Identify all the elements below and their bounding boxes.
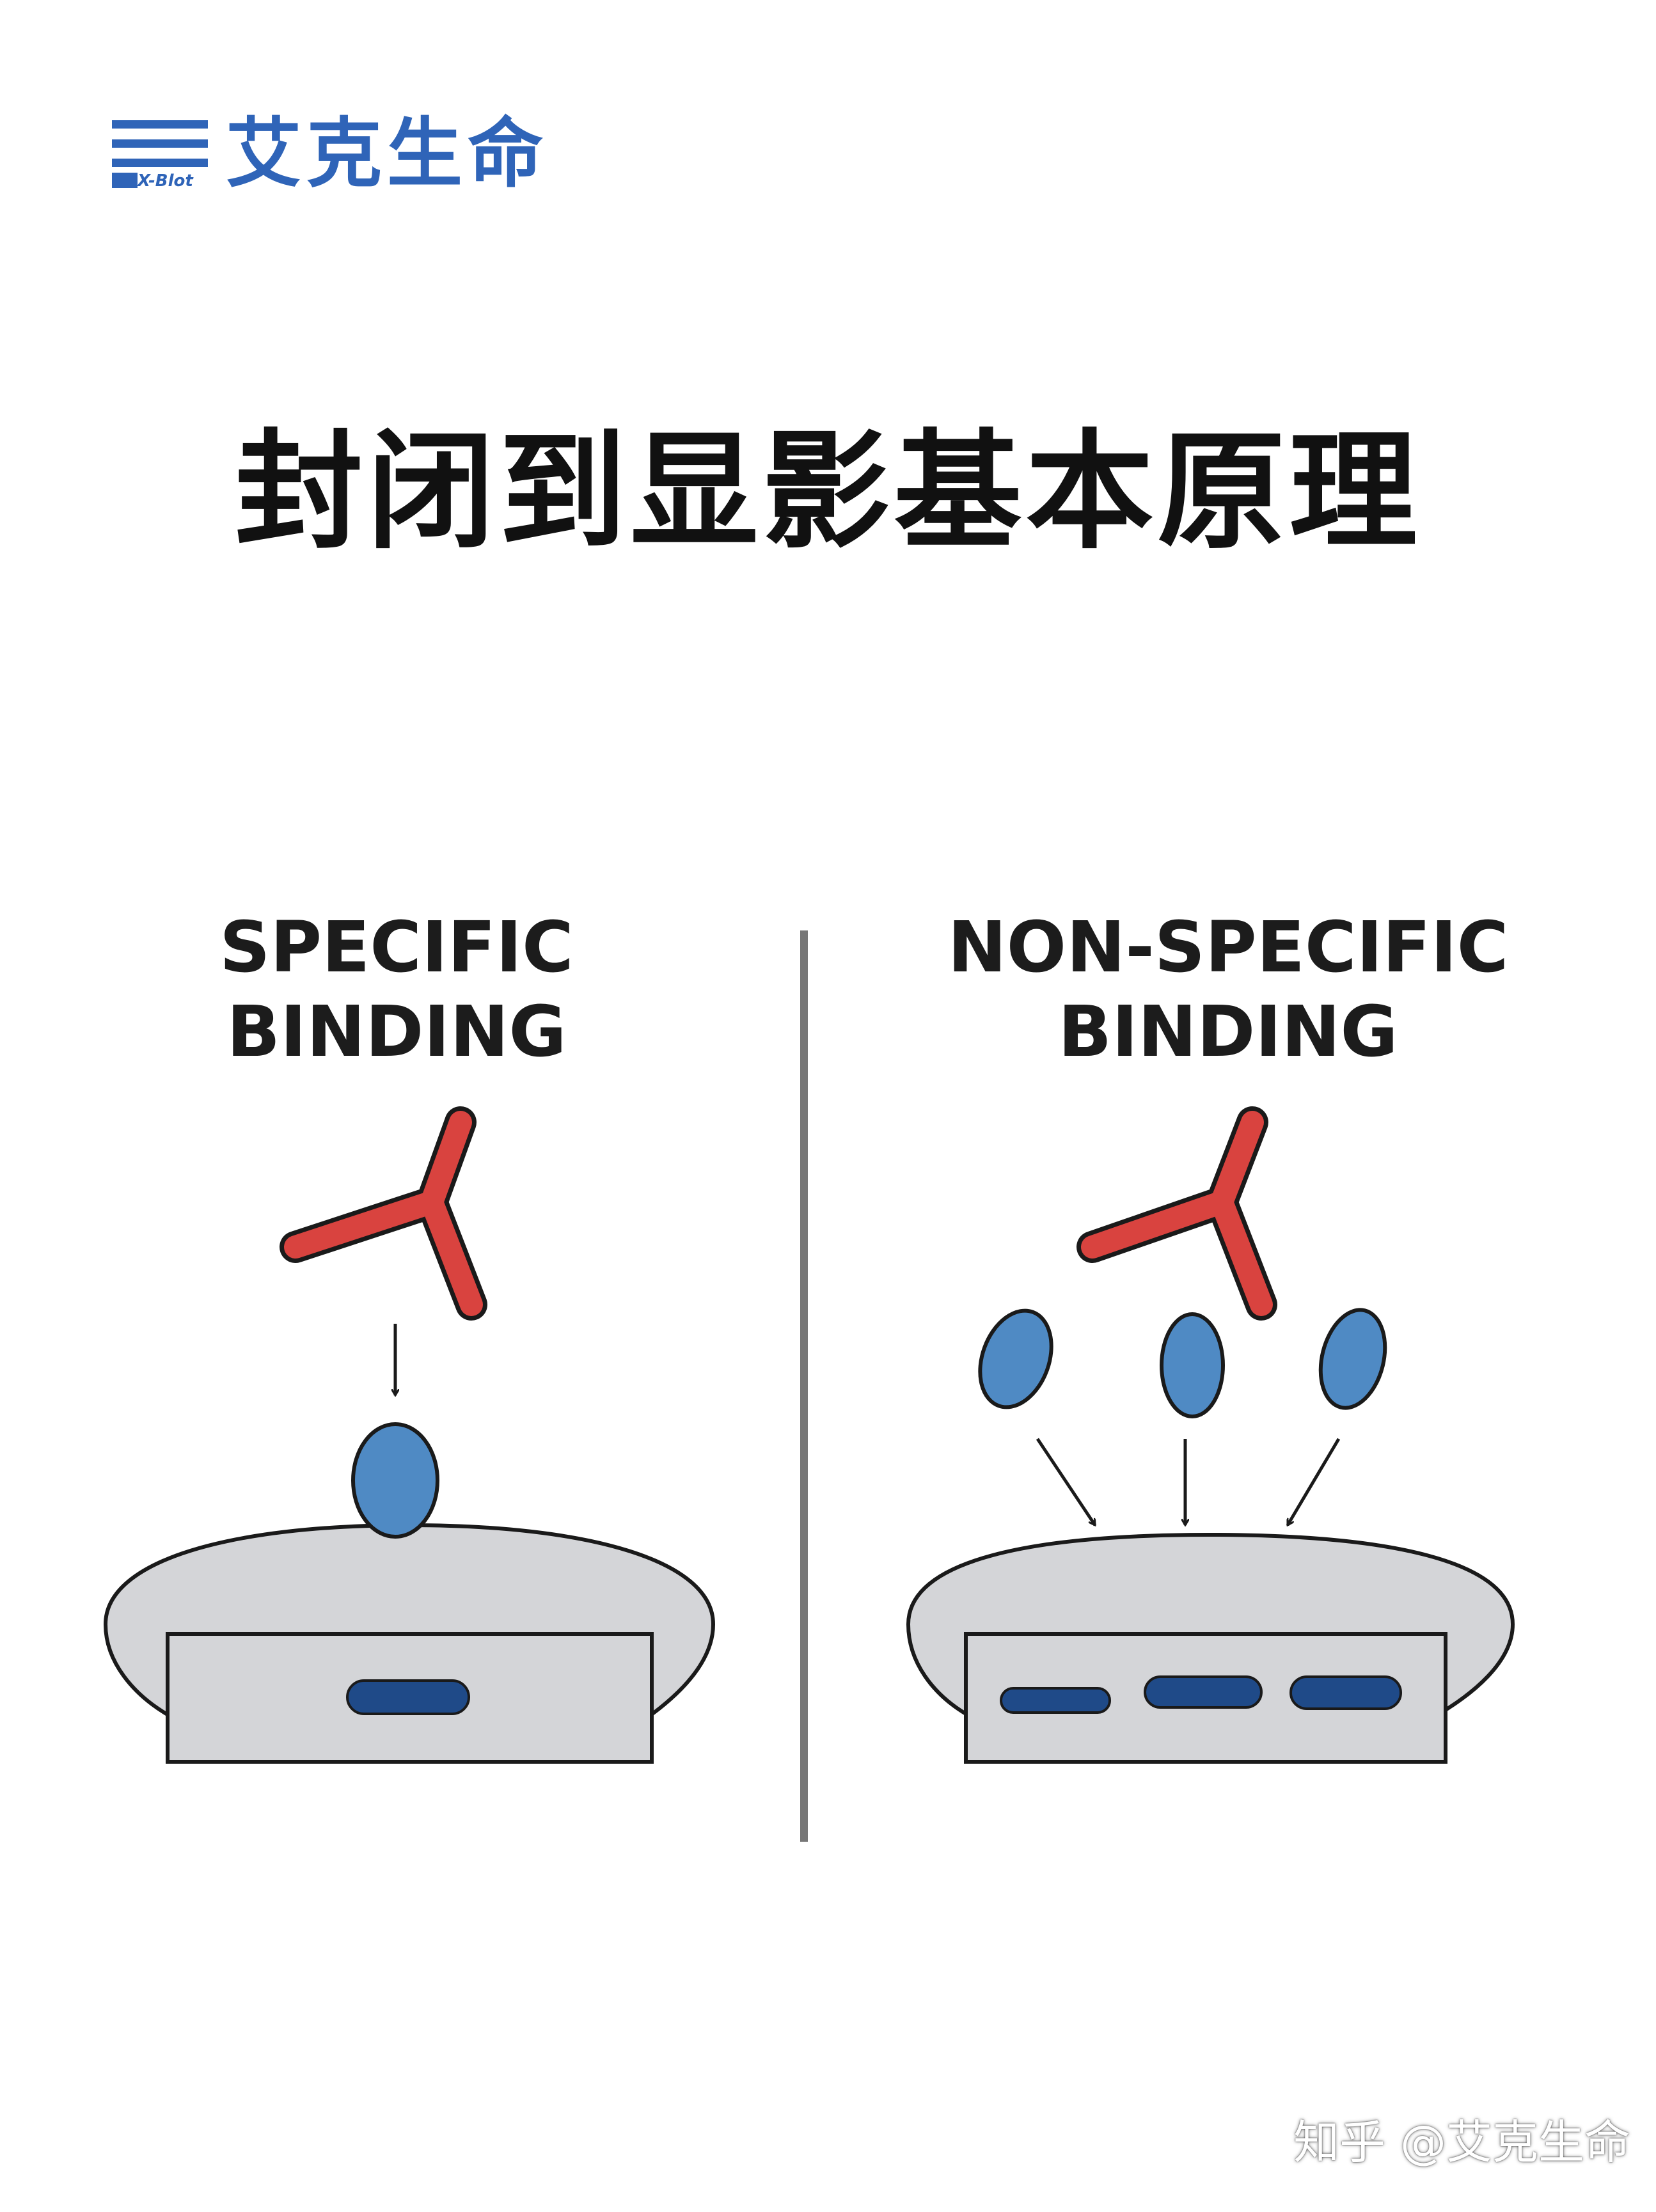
logo-mark-icon	[112, 120, 208, 188]
brand-logo: X-Blot 艾克生命	[112, 109, 572, 198]
band	[1000, 1687, 1111, 1714]
panel-label-specific: SPECIFIC BINDING	[128, 905, 665, 1074]
nonspecific-protein	[1318, 1308, 1387, 1410]
antibody-fill	[284, 1111, 483, 1316]
antibody-fill	[1081, 1111, 1273, 1316]
panel-label-nonspecific: NON-SPECIFIC BINDING	[889, 905, 1567, 1074]
panel-label-line: BINDING	[1058, 991, 1398, 1072]
page-title: 封闭到显影基本原理	[235, 418, 1421, 567]
panel-label-line: SPECIFIC	[219, 906, 574, 988]
panel-label-line: BINDING	[226, 991, 567, 1072]
arrow-diagonal-icon	[1036, 1438, 1097, 1525]
panel-label-line: NON-SPECIFIC	[947, 906, 1509, 988]
watermark: 知乎 @艾克生命	[1293, 2115, 1630, 2169]
nonspecific-protein	[1160, 1312, 1225, 1418]
target-protein	[351, 1422, 439, 1539]
band	[1144, 1675, 1263, 1709]
band	[346, 1679, 470, 1715]
band	[1289, 1675, 1402, 1710]
logo-name: 艾克生命	[226, 109, 549, 198]
nonspecific-protein	[978, 1308, 1053, 1409]
logo-subtitle: X-Blot	[138, 171, 193, 191]
arrow-diagonal-icon	[1286, 1438, 1341, 1525]
